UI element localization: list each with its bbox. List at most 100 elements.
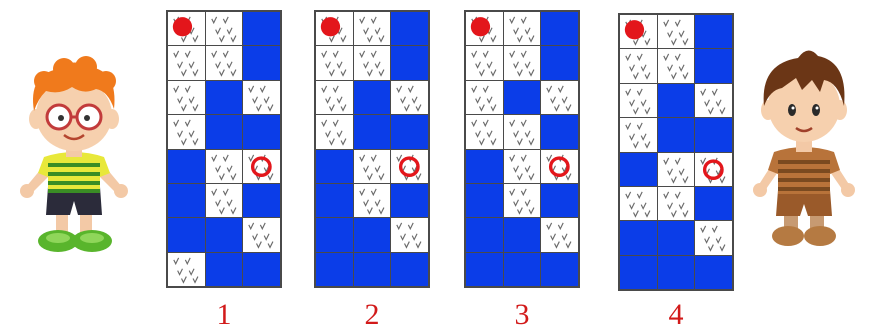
blue-cell (466, 184, 503, 217)
checked-cell (620, 118, 657, 151)
target-ring-icon (243, 150, 280, 183)
start-dot-icon (168, 12, 205, 45)
figure-label-2: 2 (352, 300, 392, 330)
blue-cell (243, 115, 280, 148)
checked-cell (354, 12, 391, 45)
checked-cell (541, 218, 578, 251)
blue-cell (695, 49, 732, 82)
target-ring-icon (541, 150, 578, 183)
blue-cell (541, 115, 578, 148)
blue-cell (243, 253, 280, 286)
start-dot-icon (466, 12, 503, 45)
blue-cell (354, 218, 391, 251)
checked-cell (243, 218, 280, 251)
checked-cell (391, 150, 428, 183)
checked-cell (695, 221, 732, 254)
blue-cell (391, 184, 428, 217)
checked-cell (541, 150, 578, 183)
blue-cell (541, 184, 578, 217)
blue-cell (354, 115, 391, 148)
blue-cell (658, 84, 695, 117)
boy-with-glasses-illustration (14, 55, 134, 260)
blue-cell (206, 253, 243, 286)
blue-cell (168, 218, 205, 251)
blue-cell (620, 153, 657, 186)
checked-cell (466, 12, 503, 45)
checked-cell (316, 46, 353, 79)
blue-cell (168, 184, 205, 217)
blue-cell (316, 184, 353, 217)
blue-cell (391, 253, 428, 286)
grid-figure-2 (314, 10, 430, 288)
start-dot-icon (316, 12, 353, 45)
blue-cell (695, 15, 732, 48)
checked-cell (695, 153, 732, 186)
start-dot-icon (620, 15, 657, 48)
blue-cell (620, 256, 657, 289)
blue-cell (354, 253, 391, 286)
checked-cell (658, 153, 695, 186)
blue-cell (391, 115, 428, 148)
checked-cell (168, 12, 205, 45)
blue-cell (541, 46, 578, 79)
blue-cell (316, 150, 353, 183)
blue-cell (504, 253, 541, 286)
checked-cell (316, 115, 353, 148)
blue-cell (206, 81, 243, 114)
checked-cell (391, 218, 428, 251)
grid-figure-1 (166, 10, 282, 288)
blue-cell (504, 81, 541, 114)
checked-cell (620, 187, 657, 220)
checked-cell (466, 81, 503, 114)
checked-cell (620, 49, 657, 82)
blue-cell (466, 218, 503, 251)
blue-cell (541, 253, 578, 286)
figure-label-3: 3 (502, 300, 542, 330)
checked-cell (206, 12, 243, 45)
checked-cell (168, 253, 205, 286)
checked-cell (168, 46, 205, 79)
checked-cell (391, 81, 428, 114)
checked-cell (620, 15, 657, 48)
blue-cell (695, 187, 732, 220)
checked-cell (504, 184, 541, 217)
checked-cell (466, 115, 503, 148)
checked-cell (695, 84, 732, 117)
blue-cell (695, 118, 732, 151)
checked-cell (504, 115, 541, 148)
checked-cell (206, 46, 243, 79)
blue-cell (206, 218, 243, 251)
checked-cell (243, 81, 280, 114)
blue-cell (243, 184, 280, 217)
blue-cell (620, 221, 657, 254)
target-ring-icon (391, 150, 428, 183)
blue-cell (695, 256, 732, 289)
blue-cell (541, 12, 578, 45)
checked-cell (541, 81, 578, 114)
checked-cell (206, 150, 243, 183)
checked-cell (504, 12, 541, 45)
blue-cell (354, 81, 391, 114)
checked-cell (504, 150, 541, 183)
blue-cell (168, 150, 205, 183)
blue-cell (391, 12, 428, 45)
checked-cell (658, 49, 695, 82)
checked-cell (243, 150, 280, 183)
checked-cell (168, 81, 205, 114)
checked-cell (354, 46, 391, 79)
blue-cell (466, 253, 503, 286)
figure-label-1: 1 (204, 300, 244, 330)
blue-cell (658, 118, 695, 151)
checked-cell (316, 12, 353, 45)
boy-brown-hair-illustration (748, 40, 860, 252)
blue-cell (206, 115, 243, 148)
checked-cell (620, 84, 657, 117)
checked-cell (354, 150, 391, 183)
figure-label-4: 4 (656, 300, 696, 330)
checked-cell (466, 46, 503, 79)
checked-cell (316, 81, 353, 114)
blue-cell (466, 150, 503, 183)
blue-cell (243, 46, 280, 79)
checked-cell (658, 15, 695, 48)
blue-cell (658, 256, 695, 289)
